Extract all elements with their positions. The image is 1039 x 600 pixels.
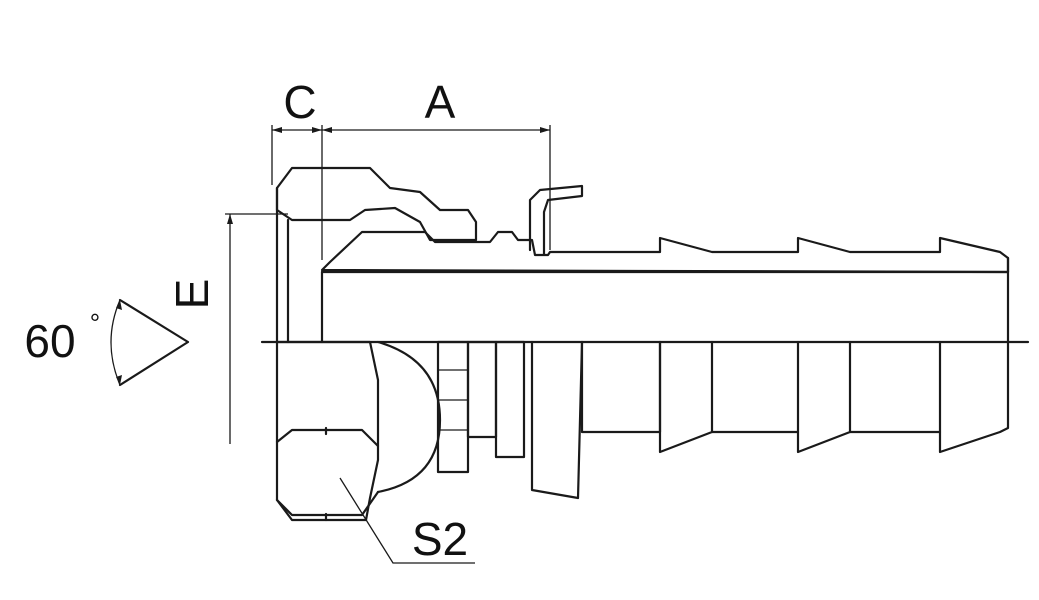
degree-sign: ° (90, 308, 100, 338)
e-arrow (227, 214, 233, 224)
hex-edge-lower (275, 490, 380, 517)
c-arrow-right (312, 127, 322, 133)
cone-angle-symbol (118, 298, 190, 387)
angle-arrow-top (116, 300, 122, 310)
lower-exterior-view (275, 340, 1010, 522)
hex-nut (275, 340, 380, 522)
angle-value: 60 (24, 315, 75, 367)
collar-ring-2 (466, 340, 498, 439)
nut-section (275, 166, 478, 242)
sleeve-lip (528, 184, 584, 256)
barb-1 (658, 340, 714, 454)
c-arrow-left (272, 127, 282, 133)
a-arrow-left (322, 127, 332, 133)
collar-ring-1 (436, 340, 470, 474)
a-arrow-right (540, 127, 550, 133)
nut-rear-dome (376, 340, 442, 494)
dim-c-label: C (283, 76, 316, 128)
body-section (320, 230, 1010, 274)
dimensions: C A E 60 ° S2 (24, 76, 551, 565)
angle-arrow-bottom (116, 375, 122, 385)
collar-ring-3 (494, 340, 526, 459)
hex-edge-upper (275, 428, 380, 448)
dim-a-label: A (425, 76, 456, 128)
dim-e-label: E (166, 279, 218, 310)
hex-size-label: S2 (412, 513, 468, 565)
s2-leader (339, 477, 475, 564)
sleeve-lower (530, 340, 584, 500)
angle-arc (110, 299, 121, 386)
tail-segment-1 (580, 340, 662, 434)
barb-2 (796, 340, 852, 454)
barb-3 (938, 340, 1010, 454)
upper-section-view (275, 166, 1010, 344)
